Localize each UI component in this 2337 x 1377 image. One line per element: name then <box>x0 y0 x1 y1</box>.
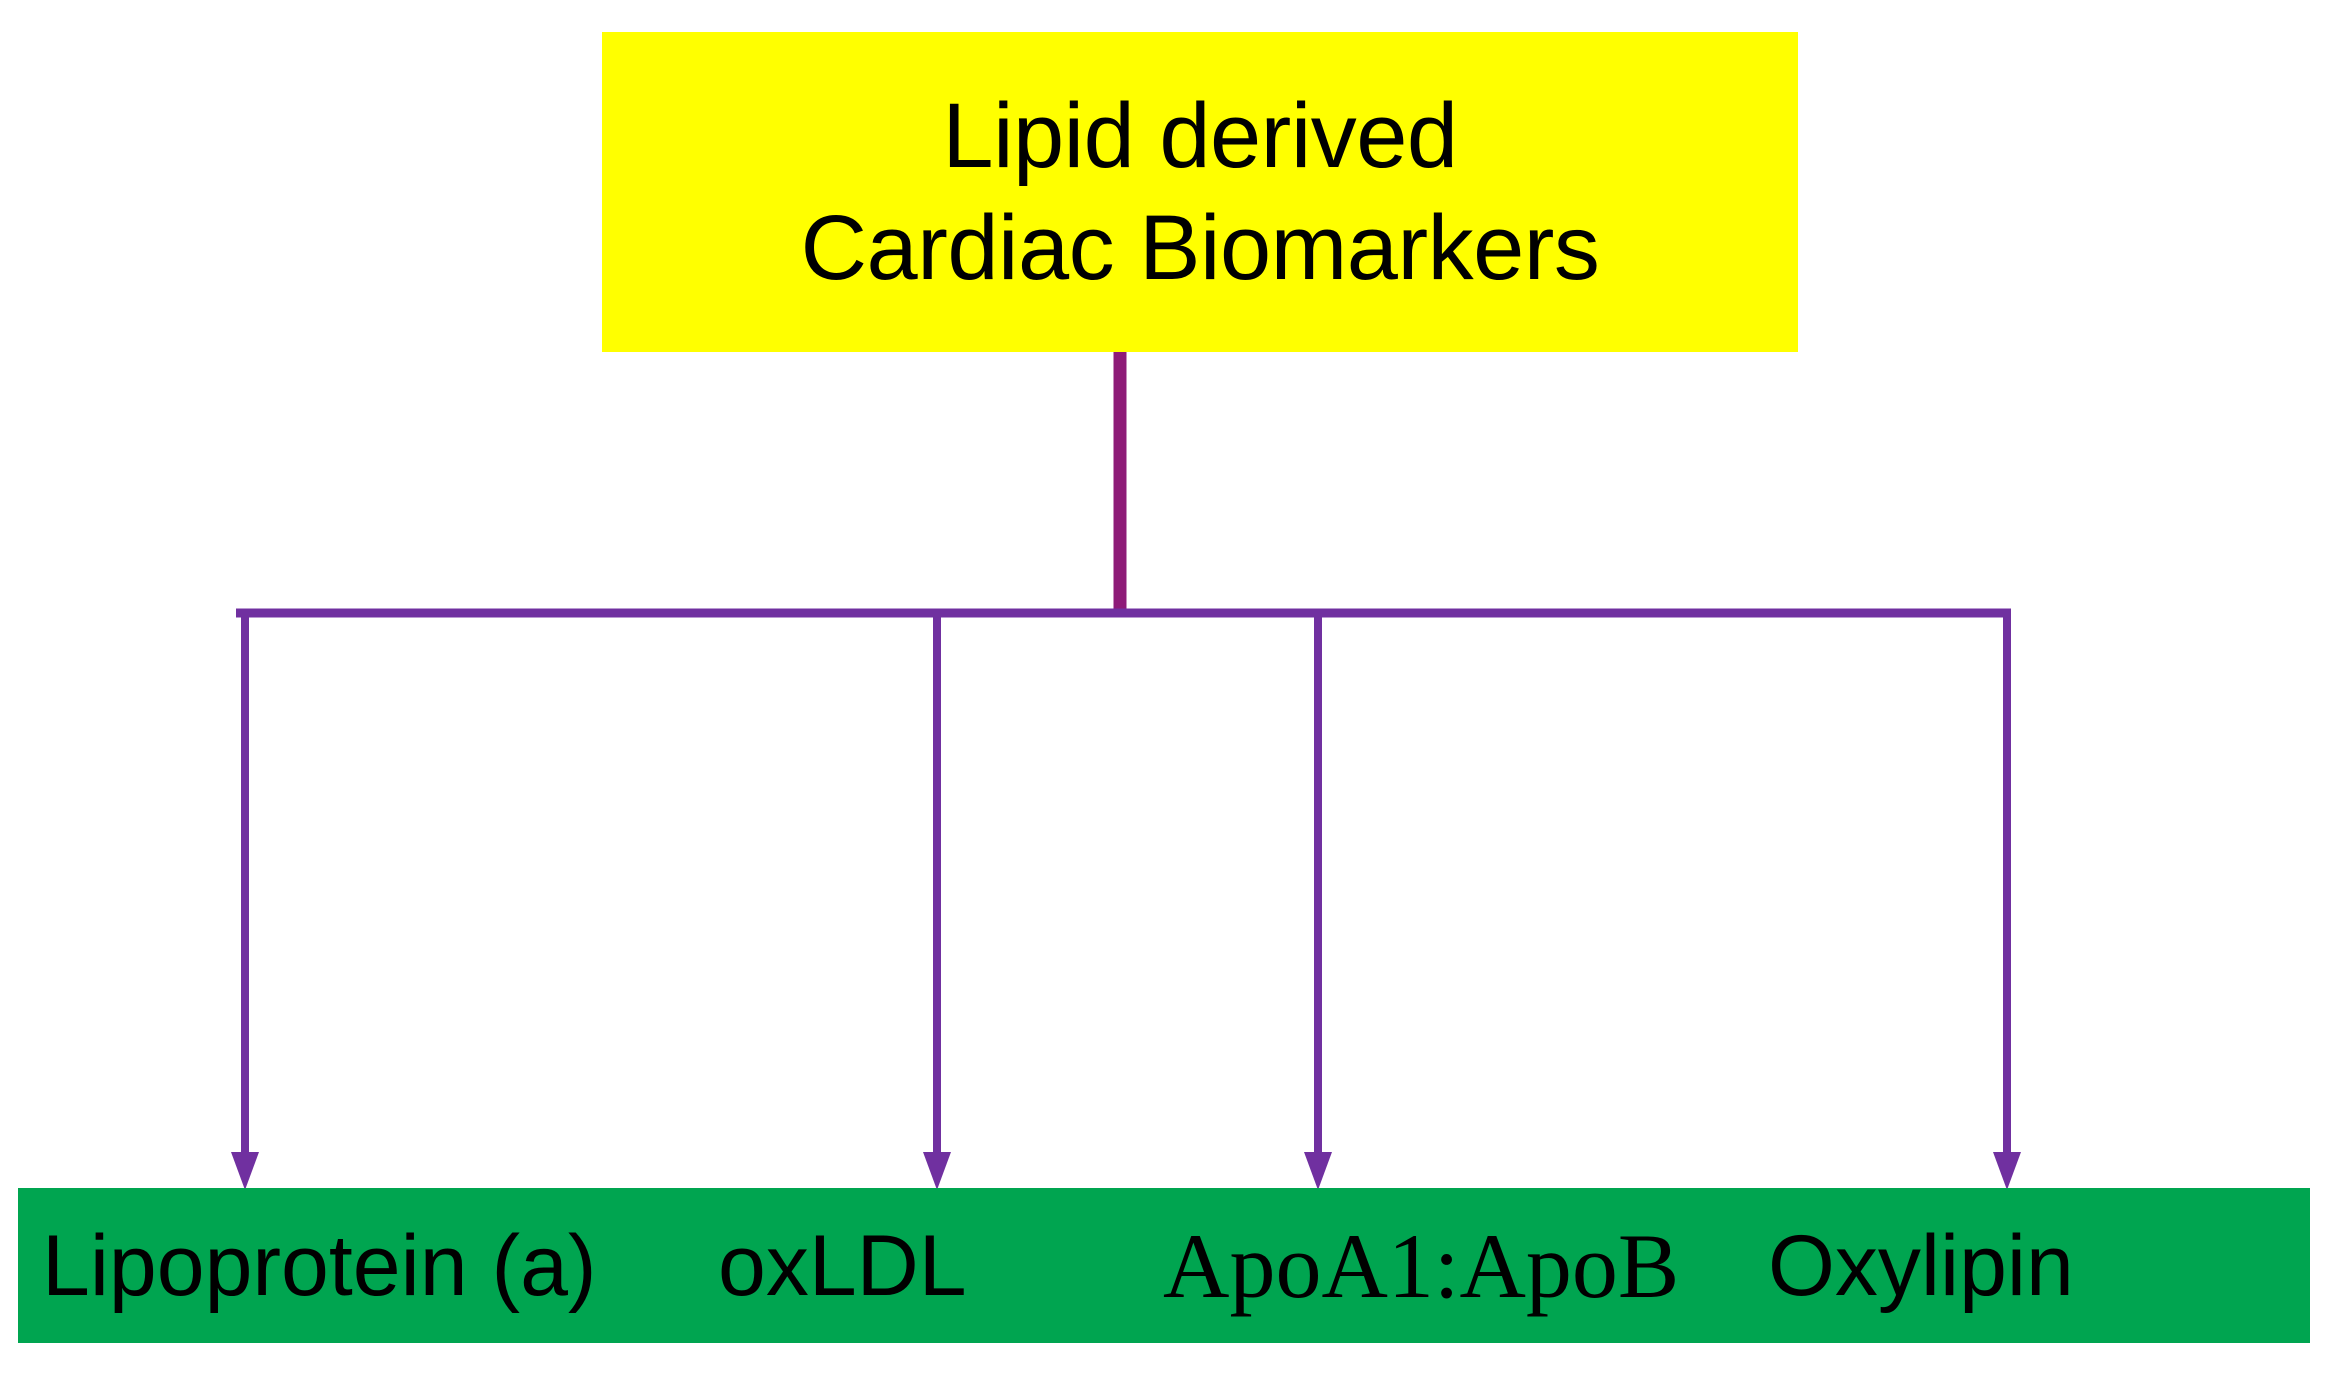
leaf-label-oxylipin[interactable]: Oxylipin <box>1768 1217 2074 1314</box>
arrowhead-icon-1 <box>231 1152 259 1190</box>
leaf-label-apoa1-apob[interactable]: ApoA1:ApoB <box>1163 1214 1680 1317</box>
arrowhead-icon-3 <box>1304 1152 1332 1190</box>
leaf-label-oxldl[interactable]: oxLDL <box>718 1217 967 1314</box>
leaf-node-bar[interactable]: Lipoprotein (a) oxLDL ApoA1:ApoB Oxylipi… <box>18 1188 2310 1343</box>
root-node-title-line-2: Cardiac Biomarkers <box>800 197 1600 299</box>
root-node-lipid-derived-cardiac-biomarkers[interactable]: Lipid derived Cardiac Biomarkers <box>602 32 1798 352</box>
arrowhead-icon-4 <box>1993 1152 2021 1190</box>
leaf-label-lipoprotein-a[interactable]: Lipoprotein (a) <box>42 1217 597 1314</box>
root-node-title-line-1: Lipid derived <box>942 84 1458 187</box>
arrowhead-icon-2 <box>923 1152 951 1190</box>
